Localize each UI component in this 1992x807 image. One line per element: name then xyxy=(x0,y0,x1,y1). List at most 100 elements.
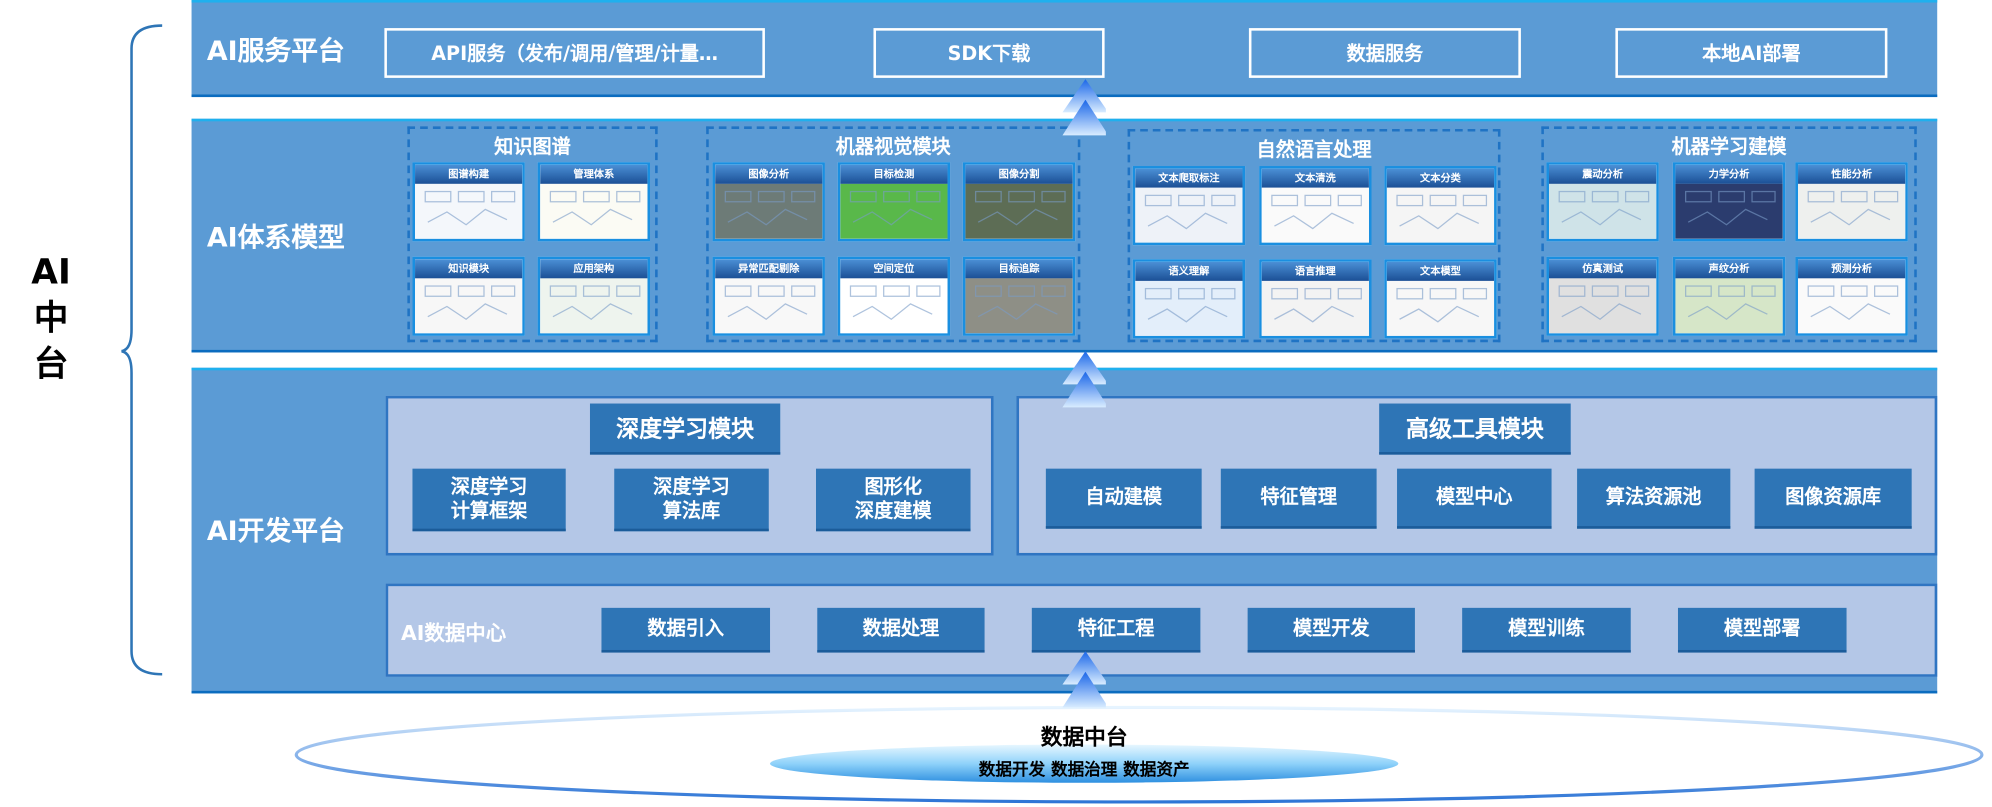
module-card[interactable]: 声纹分析 xyxy=(1672,256,1786,336)
service-platform-band: AI服务平台 API服务（发布/调用/管理/计量… SDK下载 数据服务 本地A… xyxy=(191,0,1938,98)
dev-platform-title: AI开发平台 xyxy=(206,515,345,547)
module-card-thumbnail xyxy=(1549,183,1657,239)
module-card[interactable]: 应用架构 xyxy=(537,256,650,336)
module-card-title: 语义理解 xyxy=(1135,261,1243,281)
side-label-line: AI xyxy=(31,252,71,293)
module-card-title: 震动分析 xyxy=(1549,164,1657,184)
module-card-thumbnail xyxy=(1386,280,1495,336)
module-card[interactable]: 语言推理 xyxy=(1259,259,1372,339)
module-group-title: 机器视觉模块 xyxy=(835,135,951,159)
module-card[interactable]: 预测分析 xyxy=(1795,256,1908,336)
module-card[interactable]: 目标检测 xyxy=(837,162,951,242)
auto-modeling-button[interactable]: 自动建模 xyxy=(1045,468,1202,529)
module-group: 机器学习建模 xyxy=(1541,126,1917,343)
module-card[interactable]: 知识模块 xyxy=(412,256,525,336)
module-group: 机器视觉模块 xyxy=(706,126,1081,343)
module-card-thumbnail xyxy=(415,278,523,334)
module-group-title: 自然语言处理 xyxy=(1256,137,1372,161)
model-training-button[interactable]: 模型训练 xyxy=(1462,607,1631,653)
module-card[interactable]: 管理体系 xyxy=(537,162,650,242)
data-middle-title: 数据中台 xyxy=(1040,725,1128,751)
module-card-title: 图像分析 xyxy=(715,164,823,184)
module-group: 自然语言处理 xyxy=(1127,128,1501,343)
module-card-title: 文本清洗 xyxy=(1261,168,1369,188)
module-card-thumbnail xyxy=(840,278,948,334)
module-card-thumbnail xyxy=(1798,278,1906,334)
data-processing-button[interactable]: 数据处理 xyxy=(817,607,985,653)
up-arrow-icon xyxy=(1062,351,1106,408)
module-card-title: 图谱构建 xyxy=(415,164,523,184)
module-card[interactable]: 空间定位 xyxy=(837,256,951,336)
module-card-thumbnail xyxy=(715,278,823,334)
local-ai-deploy-button[interactable]: 本地AI部署 xyxy=(1615,28,1888,78)
module-card-title: 管理体系 xyxy=(540,164,648,184)
module-card-thumbnail xyxy=(1549,278,1657,334)
module-card[interactable]: 图谱构建 xyxy=(412,162,525,242)
module-card-title: 文本分类 xyxy=(1386,168,1495,188)
module-card-title: 声纹分析 xyxy=(1675,259,1783,279)
service-platform-title: AI服务平台 xyxy=(206,35,345,67)
module-group-title: 知识图谱 xyxy=(494,135,571,159)
module-card-title: 图像分割 xyxy=(965,164,1073,184)
module-card-thumbnail xyxy=(1261,187,1369,243)
module-card[interactable]: 语义理解 xyxy=(1132,259,1246,339)
module-card-thumbnail xyxy=(965,278,1073,334)
module-card[interactable]: 文本模型 xyxy=(1384,259,1497,339)
side-label-line: 台 xyxy=(33,344,69,385)
module-card[interactable]: 文本清洗 xyxy=(1259,166,1372,246)
feature-engineering-button[interactable]: 特征工程 xyxy=(1031,607,1201,653)
feature-management-button[interactable]: 特征管理 xyxy=(1220,468,1377,529)
model-deployment-button[interactable]: 模型部署 xyxy=(1677,607,1847,653)
module-group-title: 机器学习建模 xyxy=(1671,135,1787,159)
image-library-button[interactable]: 图像资源库 xyxy=(1754,468,1912,529)
deep-learning-title: 深度学习模块 xyxy=(589,403,781,455)
module-card[interactable]: 文本爬取标注 xyxy=(1132,166,1246,246)
module-card-thumbnail xyxy=(1135,187,1243,243)
data-import-button[interactable]: 数据引入 xyxy=(601,607,771,653)
module-card-title: 力学分析 xyxy=(1675,164,1783,184)
module-card[interactable]: 文本分类 xyxy=(1384,166,1497,246)
brace-icon xyxy=(121,24,163,676)
module-card[interactable]: 图像分析 xyxy=(712,162,825,242)
module-card-title: 语言推理 xyxy=(1261,261,1369,281)
module-card-thumbnail xyxy=(1675,278,1783,334)
module-card[interactable]: 力学分析 xyxy=(1672,162,1786,242)
module-card-title: 空间定位 xyxy=(840,259,948,279)
module-card-thumbnail xyxy=(1798,183,1906,239)
module-card-thumbnail xyxy=(415,183,523,239)
sdk-download-button[interactable]: SDK下载 xyxy=(873,28,1105,78)
model-center-button[interactable]: 模型中心 xyxy=(1397,468,1552,529)
data-middle-ellipse xyxy=(294,705,1984,804)
module-card[interactable]: 图像分割 xyxy=(962,162,1076,242)
module-card[interactable]: 性能分析 xyxy=(1795,162,1908,242)
model-development-button[interactable]: 模型开发 xyxy=(1247,607,1415,653)
module-card-thumbnail xyxy=(540,183,648,239)
api-service-button[interactable]: API服务（发布/调用/管理/计量… xyxy=(384,28,765,78)
data-middle-subtitle: 数据开发 数据治理 数据资产 xyxy=(978,761,1190,781)
module-card[interactable]: 目标追踪 xyxy=(962,256,1076,336)
module-card-thumbnail xyxy=(715,183,823,239)
module-card-title: 知识模块 xyxy=(415,259,523,279)
module-card[interactable]: 震动分析 xyxy=(1546,162,1659,242)
side-label-line: 中 xyxy=(33,298,69,339)
graphical-modeling-button[interactable]: 图形化 深度建模 xyxy=(816,468,971,532)
data-service-button[interactable]: 数据服务 xyxy=(1248,28,1521,78)
module-card-title: 预测分析 xyxy=(1798,259,1906,279)
algorithm-pool-button[interactable]: 算法资源池 xyxy=(1577,468,1731,529)
module-card-title: 异常匹配剔除 xyxy=(715,259,823,279)
module-card[interactable]: 仿真测试 xyxy=(1546,256,1659,336)
module-card-thumbnail xyxy=(540,278,648,334)
model-system-title: AI体系模型 xyxy=(206,222,345,253)
module-card-thumbnail xyxy=(965,183,1073,239)
module-card-title: 目标检测 xyxy=(840,164,948,184)
module-card-thumbnail xyxy=(1675,183,1783,239)
up-arrow-icon xyxy=(1062,651,1106,708)
dl-algorithm-library-button[interactable]: 深度学习 算法库 xyxy=(614,468,769,532)
module-card-title: 性能分析 xyxy=(1798,164,1906,184)
module-group: 知识图谱 xyxy=(407,126,658,343)
dl-framework-button[interactable]: 深度学习 计算框架 xyxy=(412,468,566,532)
module-card[interactable]: 异常匹配剔除 xyxy=(712,256,825,336)
module-card-title: 应用架构 xyxy=(540,259,648,279)
module-card-title: 文本爬取标注 xyxy=(1135,168,1243,188)
module-card-thumbnail xyxy=(1261,280,1369,336)
